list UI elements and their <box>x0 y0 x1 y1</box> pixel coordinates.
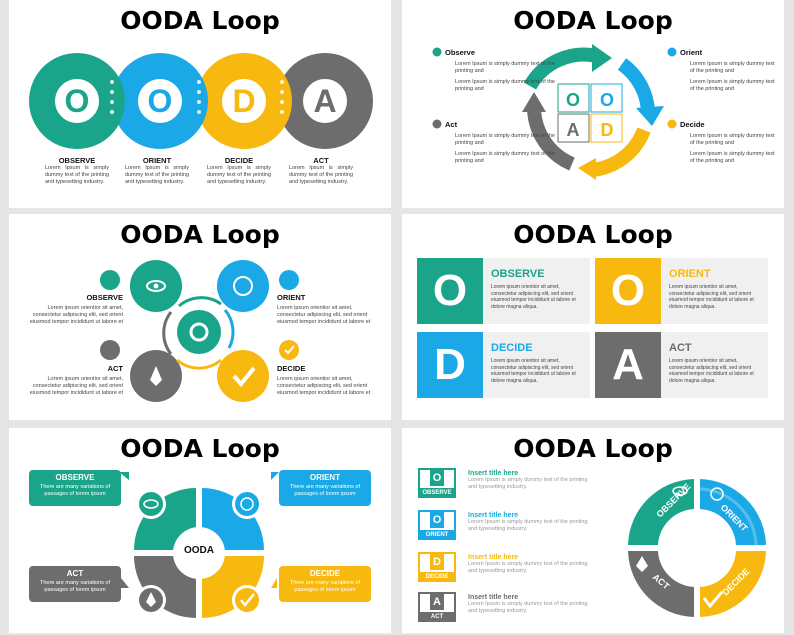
s1-decide: DECIDE Lorem Ipsum is simply dummy text … <box>207 156 271 185</box>
slide-title: OODA Loop <box>513 434 673 463</box>
slide-title: OODA Loop <box>120 434 280 463</box>
slide-title: OODA Loop <box>120 220 280 249</box>
quad-o2: O <box>600 90 614 110</box>
s4-tile-observe: O OBSERVE Lorem ipsum orientior sit amet… <box>417 258 590 324</box>
tile-letter: A <box>595 332 661 398</box>
slide-5[interactable]: OODA Loop OODA OBSERVE There are many va… <box>9 428 391 633</box>
s2-observe: Observe Lorem Ipsum is simply dummy text… <box>445 48 555 92</box>
letter-d: D <box>232 83 255 119</box>
slide-1[interactable]: OODA Loop O O D A OBSERVE Lorem Ipsum is… <box>9 0 391 208</box>
ooda-circles: O O D A <box>29 53 373 149</box>
s3-decide: DECIDE Lorem ipsum orientior sit amet, c… <box>277 364 371 396</box>
s5-decide: DECIDE There are many variations of pass… <box>279 566 371 602</box>
slide-4[interactable]: OODA Loop O OBSERVE Lorem ipsum orientio… <box>402 214 784 420</box>
letter-a: A <box>313 83 336 119</box>
s5-orient: ORIENT There are many variations of pass… <box>279 470 371 506</box>
letter-o2: O <box>148 83 173 119</box>
slide-3[interactable]: OODA Loop OBSERVE Lorem ipsum orientior … <box>9 214 391 420</box>
ring-diagram: OBSERVE ORIENT DECIDE ACT <box>628 479 766 617</box>
gear-icon <box>189 322 209 342</box>
s6-row-observe: O OBSERVE Insert title here Lorem Ipsum … <box>418 468 598 498</box>
slide-title: OODA Loop <box>120 6 280 35</box>
s3-act: ACT Lorem ipsum orientior sit amet, cons… <box>29 364 123 396</box>
s2-decide: Decide Lorem Ipsum is simply dummy text … <box>680 120 775 164</box>
s1-observe: OBSERVE Lorem Ipsum is simply dummy text… <box>45 156 109 185</box>
s4-tile-decide: D DECIDE Lorem ipsum orientior sit amet,… <box>417 332 590 398</box>
s1-act: ACT Lorem Ipsum is simply dummy text of … <box>289 156 353 185</box>
s5-act: ACT There are many variations of passage… <box>29 566 121 602</box>
slide-title: OODA Loop <box>513 220 673 249</box>
s4-tile-act: A ACT Lorem ipsum orientior sit amet, co… <box>595 332 768 398</box>
slide-6[interactable]: OODA Loop O OBSERVE Insert title here Lo… <box>402 428 784 633</box>
quadrant-diagram <box>119 472 279 618</box>
tile-letter: O <box>417 258 483 324</box>
s6-row-decide: D DECIDE Insert title here Lorem Ipsum i… <box>418 552 598 582</box>
s5-observe: OBSERVE There are many variations of pas… <box>29 470 121 506</box>
quad-d: D <box>601 120 614 140</box>
s3-observe: OBSERVE Lorem ipsum orientior sit amet, … <box>29 293 123 325</box>
s5-center-label: OODA <box>184 545 214 556</box>
s4-tile-orient: O ORIENT Lorem ipsum orientior sit amet,… <box>595 258 768 324</box>
s2-orient: Orient Lorem Ipsum is simply dummy text … <box>680 48 775 92</box>
s6-row-act: A ACT Insert title here Lorem Ipsum is s… <box>418 592 598 622</box>
quad-a: A <box>567 120 580 140</box>
tile-letter: O <box>595 258 661 324</box>
slide-title: OODA Loop <box>513 6 673 35</box>
tile-letter: D <box>417 332 483 398</box>
slide-2[interactable]: OODA Loop O O A D Observe Lorem Ipsum is… <box>402 0 784 208</box>
quad-o1: O <box>566 90 580 110</box>
s1-orient: ORIENT Lorem Ipsum is simply dummy text … <box>125 156 189 185</box>
letter-o1: O <box>65 83 90 119</box>
s6-row-orient: O ORIENT Insert title here Lorem Ipsum i… <box>418 510 598 540</box>
s3-orient: ORIENT Lorem ipsum orientior sit amet, c… <box>277 293 371 325</box>
s2-act: Act Lorem Ipsum is simply dummy text of … <box>445 120 555 164</box>
cycle-icons-diagram <box>100 260 299 402</box>
cycle-diagram: O O A D <box>432 44 677 180</box>
